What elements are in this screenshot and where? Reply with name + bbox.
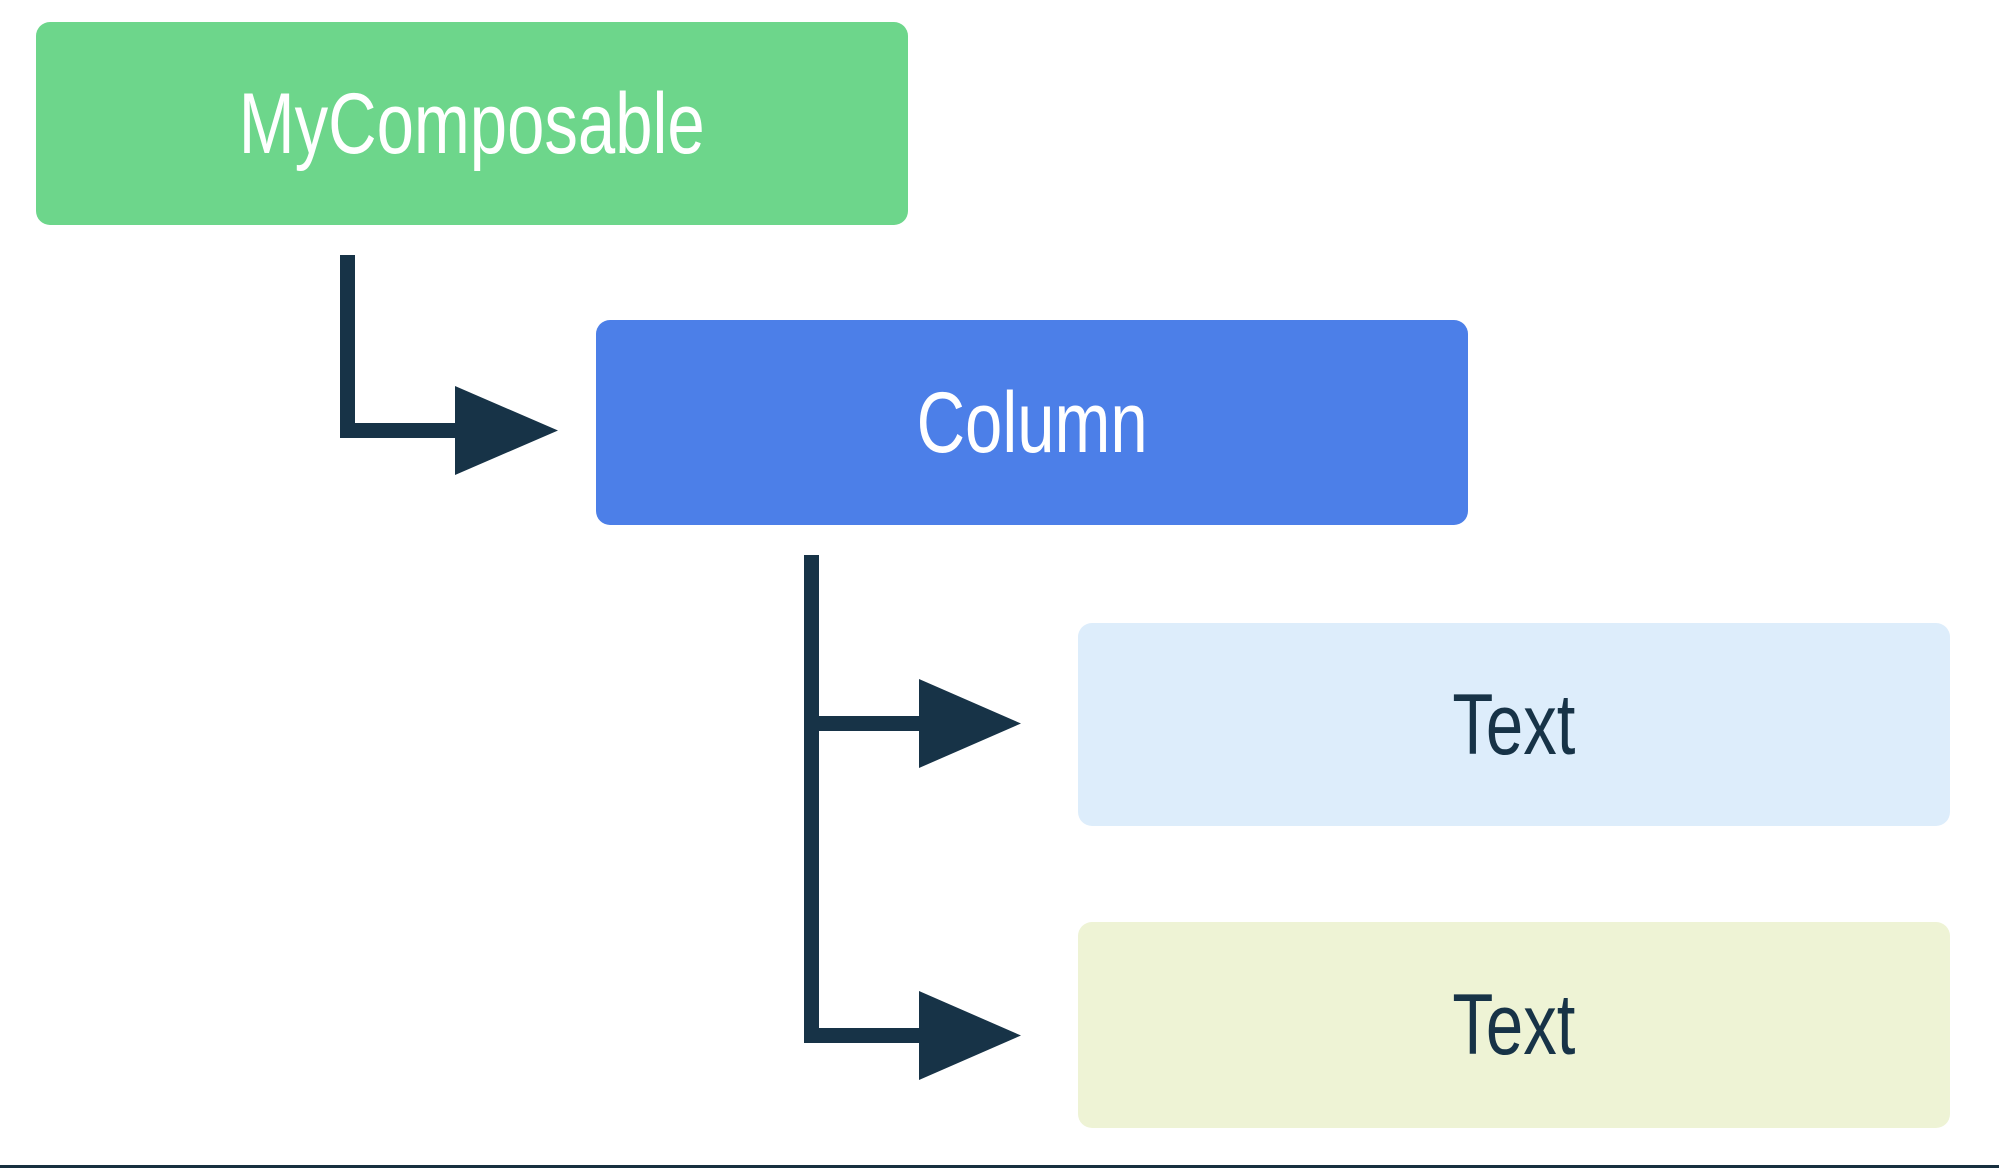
bottom-divider	[0, 1165, 1999, 1168]
node-text-first[interactable]: Text	[1078, 623, 1950, 826]
node-column-label: Column	[916, 374, 1148, 471]
edge-root-to-column	[340, 255, 558, 475]
edge-column-to-text-2-arrowhead	[919, 991, 1021, 1080]
node-text-second[interactable]: Text	[1078, 922, 1950, 1128]
edge-column-to-text-1-arrowhead	[919, 679, 1021, 768]
edge-root-to-column-arrowhead	[455, 386, 558, 475]
node-my-composable-label: MyComposable	[238, 75, 706, 172]
edge-column-to-text-2-line	[804, 723, 922, 1043]
node-text-second-label: Text	[1452, 977, 1576, 1073]
edge-column-to-text-1	[804, 555, 1021, 768]
node-my-composable[interactable]: MyComposable	[36, 22, 908, 225]
node-column[interactable]: Column	[596, 320, 1468, 525]
edge-column-to-text-1-line	[804, 555, 922, 731]
node-text-first-label: Text	[1452, 676, 1576, 773]
edge-root-to-column-line	[340, 255, 458, 438]
edge-column-to-text-2	[804, 723, 1021, 1080]
